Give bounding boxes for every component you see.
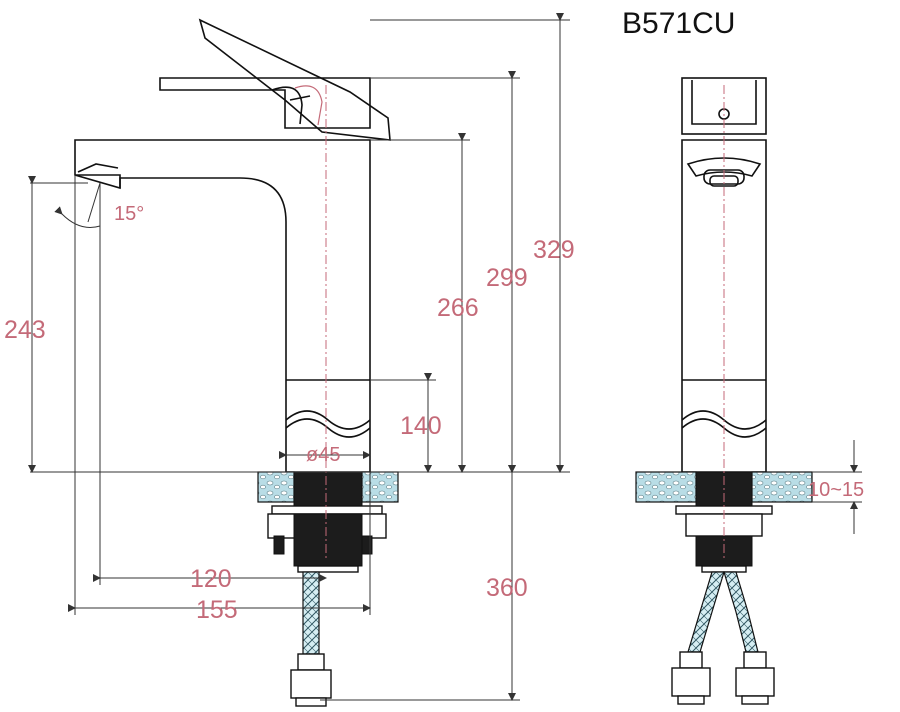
dim-266: 266: [437, 294, 479, 322]
dim-243: 243: [4, 316, 46, 344]
side-countertop-right: [751, 471, 813, 503]
spout-body: [74, 139, 371, 473]
lever-handle-raised: [198, 18, 391, 141]
side-view: [635, 77, 813, 705]
side-lever: [681, 77, 767, 135]
countertop-right: [361, 471, 399, 503]
dim-diameter-45: ø45: [306, 444, 340, 466]
front-view: [74, 18, 399, 707]
dim-angle-15: 15°: [114, 203, 144, 225]
side-hose-right: [723, 571, 759, 653]
dim-120: 120: [190, 565, 232, 593]
dim-329: 329: [533, 236, 575, 264]
mounting-shank: [293, 471, 363, 507]
side-dimensions: 10~15: [808, 440, 864, 534]
side-countertop-left: [635, 471, 697, 503]
countertop-left: [257, 471, 295, 503]
model-number: B571CU: [622, 7, 735, 40]
supply-hose: [302, 571, 320, 655]
dim-140: 140: [400, 412, 442, 440]
side-hose-left: [687, 571, 725, 653]
dim-counter-thickness: 10~15: [808, 479, 864, 501]
dim-155: 155: [196, 596, 238, 624]
dim-299: 299: [486, 264, 528, 292]
front-dimensions: 329 299 266 140 243 ø45 15° 120 155 360: [4, 13, 575, 701]
dim-360: 360: [486, 574, 528, 602]
